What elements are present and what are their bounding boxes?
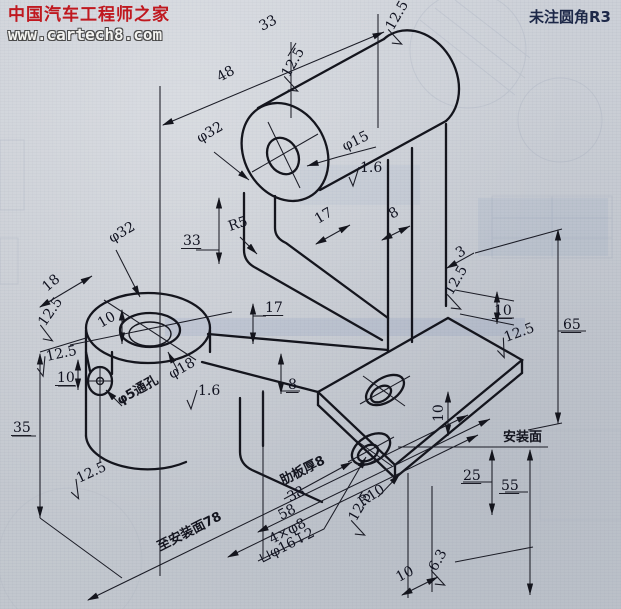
svg-text:38: 38 xyxy=(285,483,308,505)
annotation-label: φ5通孔 xyxy=(114,372,161,408)
unnoted-fillet-note: 未注圆角R3 xyxy=(529,8,611,26)
svg-text:φ15: φ15 xyxy=(340,128,372,154)
svg-text:58: 58 xyxy=(276,501,299,523)
dimension-label: 33 xyxy=(181,233,202,249)
extension-lines xyxy=(39,14,563,598)
svg-text:肋板厚8: 肋板厚8 xyxy=(278,452,328,488)
watermark: 中国汽车工程师之家 www.cartech8.com xyxy=(8,5,170,44)
dimension-label: φ15 xyxy=(340,128,372,154)
svg-text:12.5: 12.5 xyxy=(35,295,66,330)
svg-text:R5: R5 xyxy=(226,214,249,235)
dimension-label: 10 xyxy=(393,563,416,585)
svg-text:6.3: 6.3 xyxy=(426,547,451,574)
svg-text:12.5: 12.5 xyxy=(45,343,79,365)
svg-text:18: 18 xyxy=(39,271,63,295)
dimension-label: 35 xyxy=(11,420,32,436)
dimension-label: 58 xyxy=(276,501,299,523)
annotation-label: 至安装面78 xyxy=(155,508,225,554)
centerlines xyxy=(69,121,411,467)
svg-text:55: 55 xyxy=(501,478,519,494)
dimension-label: φ32 xyxy=(106,219,138,247)
svg-text:1.6: 1.6 xyxy=(198,383,220,399)
dimension-label: 48 xyxy=(214,63,237,86)
dimension-label: φ18 xyxy=(166,355,198,383)
watermark-title: 中国汽车工程师之家 xyxy=(8,5,170,25)
watermark-url: www.cartech8.com xyxy=(8,24,163,44)
scan-ink-bleed xyxy=(165,165,608,336)
dimension-label: 17 xyxy=(312,205,335,228)
svg-text:33: 33 xyxy=(257,12,280,34)
roughness-symbol: 12.5 xyxy=(70,459,109,501)
svg-text:12.5: 12.5 xyxy=(74,459,109,487)
annotation-label: 安装面 xyxy=(503,429,542,445)
svg-text:8: 8 xyxy=(288,377,297,393)
svg-text:10: 10 xyxy=(57,370,75,386)
roughness-symbol: 1.6 xyxy=(348,160,382,188)
dimension-label: 33 xyxy=(257,12,280,34)
dimension-label: 65 xyxy=(561,317,582,333)
svg-text:φ5通孔: φ5通孔 xyxy=(114,372,161,408)
dimension-label: 17 xyxy=(263,300,284,316)
dimension-label: 10 xyxy=(55,370,76,386)
svg-text:35: 35 xyxy=(13,420,31,436)
dimension-label: 55 xyxy=(499,478,520,494)
svg-text:1.6: 1.6 xyxy=(360,160,382,176)
roughness-symbol: 12.5 xyxy=(35,295,66,342)
svg-text:10: 10 xyxy=(95,309,118,332)
dimension-label: 3 xyxy=(453,243,469,261)
dimension-lines xyxy=(12,31,586,601)
svg-text:65: 65 xyxy=(563,317,581,333)
svg-text:48: 48 xyxy=(214,63,237,86)
svg-text:10: 10 xyxy=(431,404,447,422)
dimension-label: 8 xyxy=(286,377,299,393)
annotation-label: 肋板厚8 xyxy=(278,452,328,488)
svg-text:安装面: 安装面 xyxy=(503,429,542,445)
svg-text:17: 17 xyxy=(265,300,283,316)
svg-text:3: 3 xyxy=(453,243,469,261)
dimension-label: 10 xyxy=(492,303,513,319)
dimension-label: 10 xyxy=(95,309,118,332)
dimension-label: R5 xyxy=(226,214,249,235)
svg-text:12.5: 12.5 xyxy=(279,45,308,80)
svg-text:φ32: φ32 xyxy=(194,119,226,147)
dimension-label: 38 xyxy=(285,483,308,505)
roughness-symbol: 12.5 xyxy=(442,263,471,310)
dimension-label: 18 xyxy=(39,271,63,295)
svg-text:φ18: φ18 xyxy=(166,355,198,383)
svg-text:10: 10 xyxy=(494,303,512,319)
svg-text:φ32: φ32 xyxy=(106,219,138,247)
roughness-symbol: 6.3 xyxy=(426,547,451,586)
roughness-symbol: 1.6 xyxy=(186,383,220,411)
dimension-label: 10 xyxy=(431,404,447,422)
svg-text:25: 25 xyxy=(463,468,481,484)
dimension-label: φ32 xyxy=(194,119,226,147)
svg-text:12.5: 12.5 xyxy=(383,0,412,33)
svg-text:33: 33 xyxy=(183,233,201,249)
svg-text:17: 17 xyxy=(312,205,335,228)
dimension-label: 25 xyxy=(461,468,482,484)
svg-text:至安装面78: 至安装面78 xyxy=(155,508,225,554)
svg-text:10: 10 xyxy=(393,563,416,585)
roughness-symbol: 12.5 xyxy=(36,343,79,378)
